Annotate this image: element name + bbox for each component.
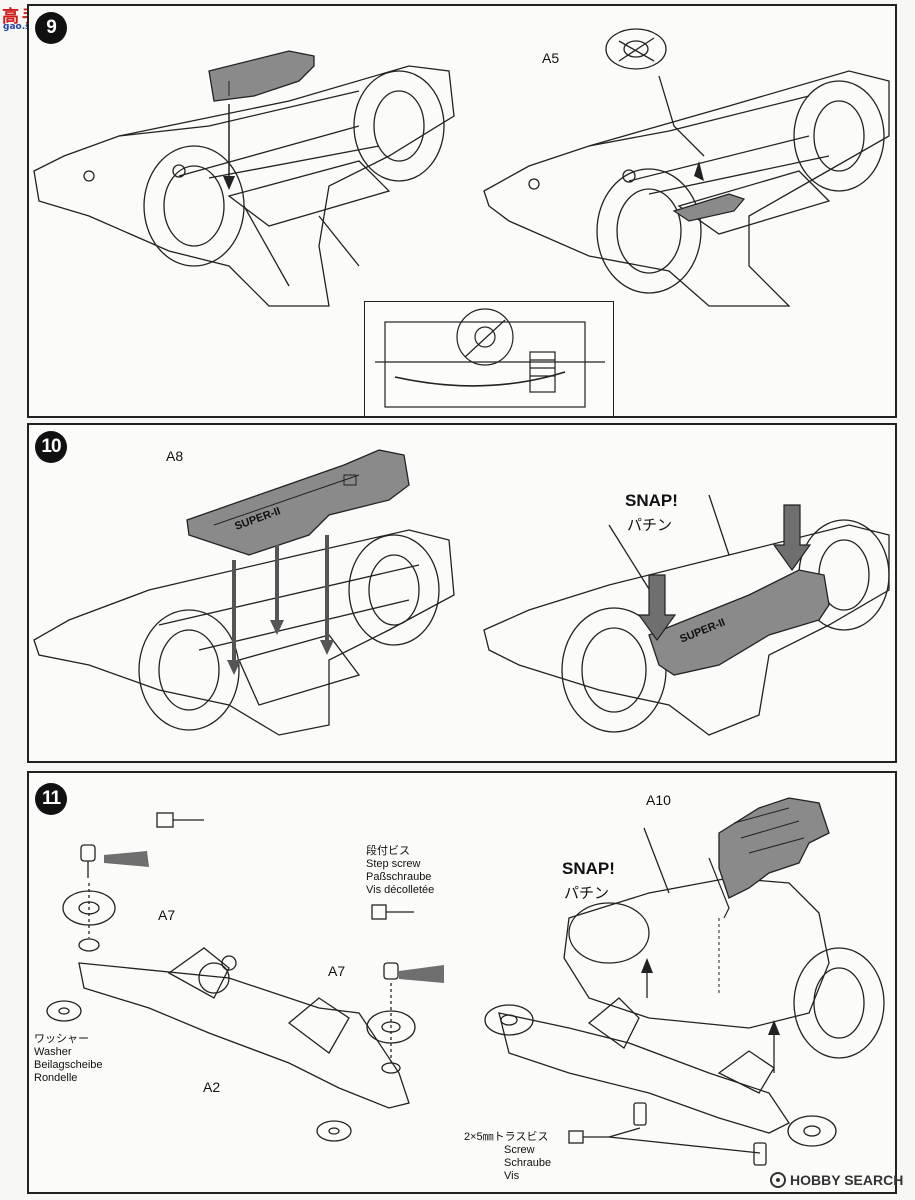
step-screw-fr: Vis décolletée: [366, 884, 435, 896]
screw-caption: 2×5㎜トラスビス Screw Schraube Vis: [464, 1131, 551, 1183]
hobby-search-watermark: HOBBY SEARCH: [770, 1172, 903, 1188]
washer-en: Washer: [34, 1046, 72, 1058]
step-screw-de: Paßschraube: [366, 871, 432, 883]
part-label-a7-left: A7: [158, 907, 176, 923]
washer-jp: ワッシャー: [34, 1033, 89, 1045]
washer-de: Beilagscheibe: [34, 1059, 103, 1071]
step-9-panel: 9: [27, 4, 897, 418]
step-screw-caption: 段付ビス Step screw Paßschraube Vis décollet…: [366, 845, 434, 897]
step-screw-en: Step screw: [366, 858, 421, 870]
detail-inset: [364, 301, 614, 416]
screw-fr: Vis: [504, 1170, 520, 1182]
part-label-a5: A5: [542, 50, 560, 66]
step-9-illustration: [33, 28, 890, 307]
step-number-badge: 11: [35, 783, 67, 815]
step-10-panel: 10: [27, 423, 897, 763]
snap-label: SNAP!: [625, 491, 678, 510]
step-number-badge: 9: [35, 12, 67, 44]
screw-jp: 2×5㎜トラスビス: [464, 1131, 549, 1143]
part-label-a2: A2: [203, 1079, 221, 1095]
washer-caption: ワッシャー Washer Beilagscheibe Rondelle: [34, 1033, 103, 1085]
logo-char-1: 高: [2, 7, 19, 26]
part-label-a8: A8: [166, 448, 184, 464]
hobby-search-logo-icon: [770, 1172, 786, 1188]
step-11-illustration: [46, 797, 885, 1166]
screw-de: Schraube: [504, 1157, 552, 1169]
screw-en: Screw: [504, 1144, 535, 1156]
snap-label-jp: パチン: [627, 517, 673, 534]
snap-label: SNAP!: [562, 859, 615, 878]
watermark-text: HOBBY SEARCH: [790, 1172, 904, 1188]
part-label-a10: A10: [646, 792, 671, 808]
part-label-a7-right: A7: [328, 963, 346, 979]
step-10-illustration: [33, 449, 890, 736]
step-screw-jp: 段付ビス: [366, 845, 410, 857]
snap-label-jp: パチン: [564, 885, 610, 902]
step-11-panel: 11: [27, 771, 897, 1194]
step-number-badge: 10: [35, 431, 67, 463]
washer-fr: Rondelle: [34, 1072, 78, 1084]
